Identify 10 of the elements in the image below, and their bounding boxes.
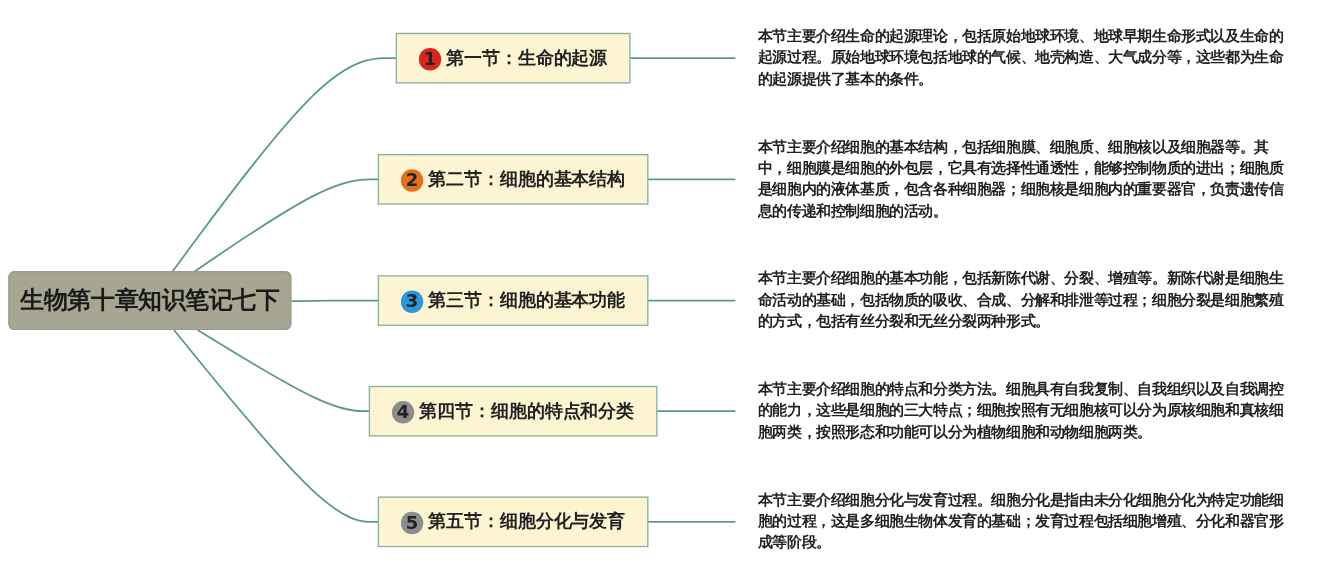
node-text: 本节主要介绍细胞的基本功能，包括新陈代谢、分裂、增殖等。新陈代谢是细胞生命活动的基础，包括物质的吸收、合成、分解和排泄等过程；细胞分裂是细胞繁殖的方式，包括有丝分裂和无丝分裂两种形式。 <box>757 269 1284 330</box>
node-text: 本节主要介绍细胞的基本结构，包括细胞膜、细胞质、细胞核以及细胞器等。其中，细胞膜是细胞的外包层，它具有选择性通透性，能够控制物质的进出；细胞质是细胞内的液体基质，包含各种细胞器；细胞核是细胞内的重要器官，负责遗传信息的传递和控制细胞的活动。 <box>757 138 1284 219</box>
node-text: 本节主要介绍细胞的特点和分类方法。细胞具有自我复制、自我组织以及自我调控的能力，这些是细胞的三大特点；细胞按照有无细胞核可以分为原核细胞和真核细胞两类，按照形态和功能可以分为植物细胞和动物细胞两类。 <box>757 380 1284 440</box>
node-box: 4 第四节：细胞的特点和分类 <box>368 385 658 437</box>
node-box: 2 第二节：细胞的基本结构 <box>377 154 649 205</box>
node-text: 本节主要介绍生命的起源理论，包括原始地球环境、地球早期生命形式以及生命的起源过程。原始地球环境包括地球的气候、地壳构造、大气成分等，这些都为生命的起源提供了基本的条件。 <box>757 27 1284 87</box>
node-box: 5 第五节：细胞分化与发育 <box>377 496 649 548</box>
node-text: 本节主要介绍细胞分化与发育过程。细胞分化是指由未分化细胞分化为特定功能细胞的过程，这是多细胞生物体发育的基础；发育过程包括细胞增殖、分化和器官形成等阶段。 <box>757 491 1284 551</box>
node-box: 3 第三节：细胞的基本功能 <box>377 275 649 326</box>
node-box: 1 第一节：生命的起源 <box>395 32 631 84</box>
